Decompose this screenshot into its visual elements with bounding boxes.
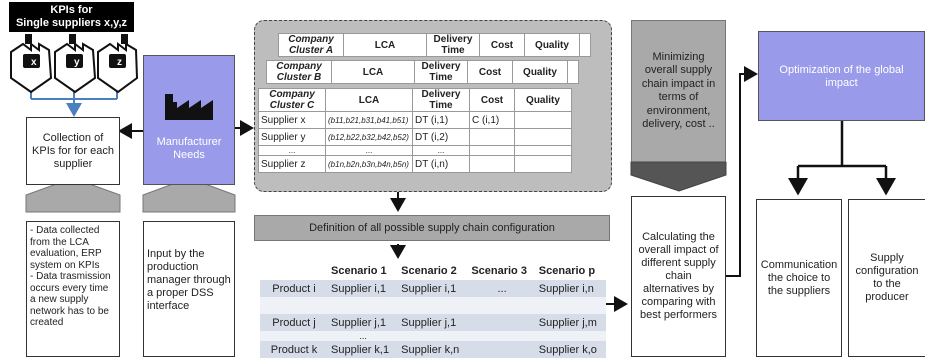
cluster-a: Company Cluster A LCA Delivery Time Cost… [278, 33, 591, 57]
manufacturer-needs-box: Manufacturer Needs [143, 55, 235, 185]
kpi-feed-lines [30, 92, 118, 117]
scenario-row-j: Product j Supplier j,1 Supplier j,1 Supp… [260, 314, 606, 331]
factory-icon-x [10, 42, 53, 94]
kpi-row-ellipsis: ... ... ... [258, 145, 572, 156]
supplier-icons: x y z [9, 32, 139, 94]
collection-text: Collection of KPIs for for each supplier [32, 131, 114, 170]
note-input-manager: Input by the production manager through … [143, 221, 235, 357]
definition-box: Definition of all possible supply chain … [254, 215, 610, 241]
cluster-b-label: Company Cluster B [266, 60, 332, 84]
kpi-row-y: Supplier y (b12,b22,b32,b42,b52) DT (i,2… [258, 128, 572, 146]
kpi-header: KPIs for Single suppliers x,y,z [9, 2, 134, 32]
factory-icon-z [97, 42, 139, 94]
scenario-row-k: Product k Supplier k,1 Supplier k,n Supp… [260, 341, 606, 358]
cluster-a-label: Company Cluster A [278, 33, 344, 57]
cluster-b: Company Cluster B LCA Delivery Time Cost… [266, 60, 579, 84]
cluster-a-col-dt: Delivery Time [426, 33, 480, 57]
communication-box: Communication the choice to the supplier… [756, 199, 842, 357]
cluster-a-col-quality: Quality [524, 33, 580, 57]
chevron-down-right [630, 161, 727, 192]
collection-box: Collection of KPIs for for each supplier [26, 117, 120, 185]
scenario-row-gap [260, 297, 606, 314]
minimizing-text: Minimizing overall supply chain impact i… [641, 50, 716, 131]
kpi-header-line1: KPIs for [50, 4, 93, 16]
cluster-a-col-lca: LCA [343, 33, 427, 57]
factory-icon-y [54, 42, 97, 94]
cluster-b-col-cost: Cost [467, 60, 513, 84]
cluster-c-col-lca: LCA [325, 88, 413, 112]
cluster-b-col-quality: Quality [512, 60, 568, 84]
supply-config-text: Supply configuration to the producer [855, 252, 919, 303]
communication-text: Communication the choice to the supplier… [760, 258, 838, 297]
calculating-text: Calculating the overall impact of differ… [638, 231, 719, 321]
supplier-label-y: y [74, 57, 80, 68]
scenario-header-1: Scenario 1 [331, 264, 387, 277]
factory-icon [165, 94, 213, 120]
cluster-c-col-quality: Quality [514, 88, 572, 112]
definition-text: Definition of all possible supply chain … [309, 222, 555, 234]
calculating-box: Calculating the overall impact of differ… [631, 196, 726, 357]
manufacturer-text: Manufacturer Needs [156, 136, 222, 161]
cluster-b-col-dt: Delivery Time [414, 60, 468, 84]
arrow-to-optimization [725, 66, 758, 277]
supplier-label-x: x [31, 57, 37, 68]
optimization-text: Optimization of the global impact [779, 64, 904, 89]
scenario-row-i: Product i Supplier i,1 Supplier i,1 ... … [260, 279, 606, 297]
scenario-header-p: Scenario p [538, 264, 596, 277]
note-data-collection: - Data collected from the LCA evaluation… [26, 221, 120, 357]
supply-config-box: Supply configuration to the producer [848, 199, 925, 357]
cluster-a-col-cost: Cost [479, 33, 525, 57]
kpi-row-z: Supplier z (b1n,b2n,b3n,b4n,b5n) DT (i,n… [258, 155, 572, 173]
minimizing-box: Minimizing overall supply chain impact i… [631, 20, 726, 162]
cluster-c-col-dt: Delivery Time [412, 88, 470, 112]
cluster-c: Company Cluster C LCA Delivery Time Cost… [258, 88, 572, 173]
scenario-table: Scenario 1 Scenario 2 Scenario 3 Scenari… [260, 262, 606, 358]
kpi-row-x: Supplier x (b11,b21,b31,b41,b51) DT (i,1… [258, 111, 572, 129]
scenario-row-ellipsis: ... [260, 331, 606, 341]
scenario-header-2: Scenario 2 [401, 264, 457, 277]
cluster-c-col-cost: Cost [469, 88, 515, 112]
scenario-header-3: Scenario 3 [471, 264, 527, 277]
kpi-header-line2: Single suppliers x,y,z [15, 17, 128, 29]
optimization-box: Optimization of the global impact [758, 31, 925, 121]
factory-icons: x y z [10, 34, 139, 94]
supplier-label-z: z [117, 57, 122, 68]
cluster-b-col-lca: LCA [331, 60, 415, 84]
cluster-c-label: Company Cluster C [258, 88, 326, 112]
